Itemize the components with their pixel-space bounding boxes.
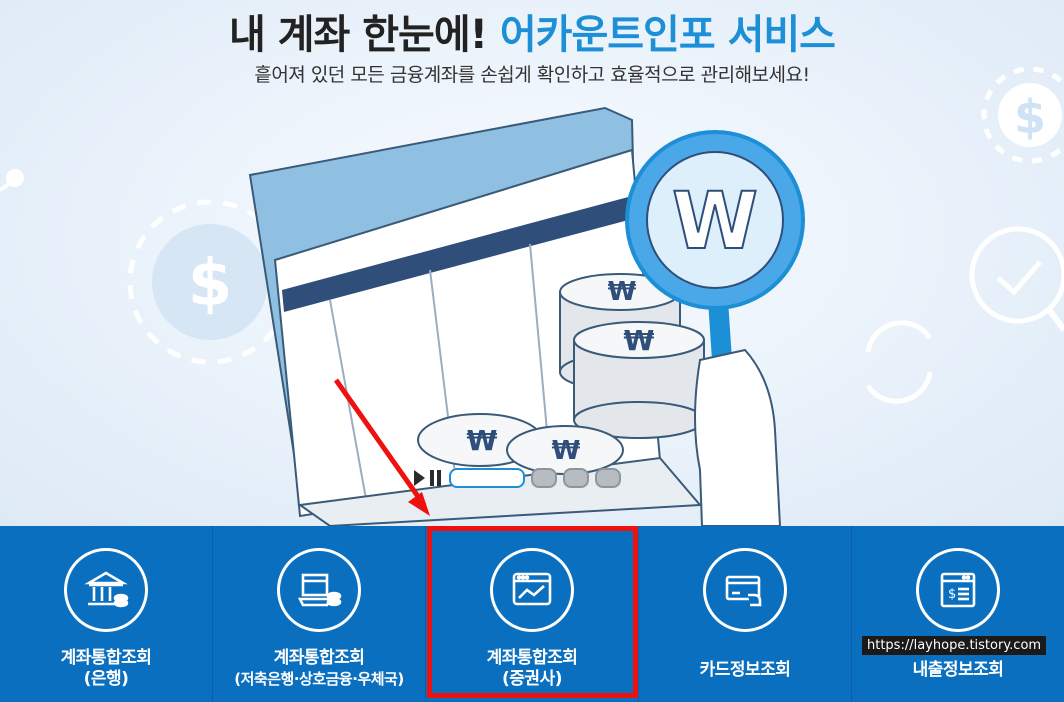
menu-label-card: 카드정보조회 (700, 660, 791, 681)
hero-illustration: $ $ ₩ ₩ ₩ ₩ (0, 66, 1064, 526)
menu-label-line1: 카드정보조회 (699, 660, 791, 680)
coin-stacks (417, 273, 705, 475)
menu-item-statement[interactable]: $ 내출정보조회 (851, 526, 1064, 702)
statement-icon: $ (916, 548, 1000, 632)
menu-item-securities[interactable]: 계좌통합조회 (증권사) (425, 526, 638, 702)
slider-controls (414, 468, 627, 488)
hero-subtitle: 흩어져 있던 모든 금융계좌를 손쉽게 확인하고 효율적으로 관리해보세요! (254, 64, 810, 86)
play-icon[interactable] (414, 470, 425, 486)
dollar-icon: $ (188, 247, 233, 321)
slider-dot-4[interactable] (595, 468, 621, 488)
watermark-label: https://layhope.tistory.com (862, 636, 1047, 655)
menu-label-savings-bank: 계좌통합조회 (저축은행·상호금융·우체국) (234, 648, 404, 690)
hero-title-accent: 어카운트인포 서비스 (499, 12, 836, 58)
hero-banner: 내 계좌 한눈에! 어카운트인포 서비스 흩어져 있던 모든 금융계좌를 손쉽게… (0, 0, 1064, 526)
stock-chart-icon (490, 548, 574, 632)
menu-label-line1: 계좌통합조회 (273, 648, 365, 668)
menu-label-line2: (증권사) (502, 669, 562, 689)
menu-label-line2: (저축은행·상호금융·우체국) (234, 670, 404, 688)
red-arrow (333, 378, 427, 507)
svg-text:₩: ₩ (467, 424, 498, 457)
hero-title: 내 계좌 한눈에! 어카운트인포 서비스 (0, 2, 1064, 60)
svg-text:$: $ (1014, 90, 1046, 144)
svg-text:₩: ₩ (552, 436, 581, 466)
won-icon: W (672, 177, 758, 267)
menu-item-card[interactable]: 카드정보조회 (638, 526, 851, 702)
dollar-circle-decoration-right (981, 66, 1064, 164)
check-circle-decoration (969, 226, 1064, 324)
slider-dot-3[interactable] (563, 468, 589, 488)
svg-text:₩: ₩ (624, 324, 655, 357)
pause-icon[interactable] (430, 470, 441, 486)
slider-dot-1[interactable] (449, 468, 525, 488)
refresh-decoration (865, 320, 933, 353)
menu-label-line1: 내출정보조회 (912, 660, 1004, 680)
card-icon (703, 548, 787, 632)
menu-label-line1: 계좌통합조회 (486, 648, 578, 668)
svg-text:$: $ (948, 587, 956, 602)
menu-label-bank: 계좌통합조회 (은행) (61, 648, 152, 690)
slider-dot-2[interactable] (531, 468, 557, 488)
menu-label-line2: (은행) (83, 669, 129, 689)
svg-text:₩: ₩ (608, 277, 637, 307)
menu-label-statement: 내출정보조회 (913, 660, 1004, 681)
menu-label-securities: 계좌통합조회 (증권사) (487, 648, 578, 690)
savings-bank-icon (277, 548, 361, 632)
hero-title-main: 내 계좌 한눈에! (229, 12, 488, 58)
service-menu: 계좌통합조회 (은행) 계좌통합조회 (저축은행·상호금융·우체국) (0, 526, 1064, 702)
bank-icon (64, 548, 148, 632)
magnifier-handle (708, 290, 732, 370)
menu-label-line1: 계좌통합조회 (60, 648, 152, 668)
menu-item-bank[interactable]: 계좌통합조회 (은행) (0, 526, 212, 702)
menu-item-savings-bank[interactable]: 계좌통합조회 (저축은행·상호금융·우체국) (212, 526, 425, 702)
hand-illustration (694, 348, 782, 526)
